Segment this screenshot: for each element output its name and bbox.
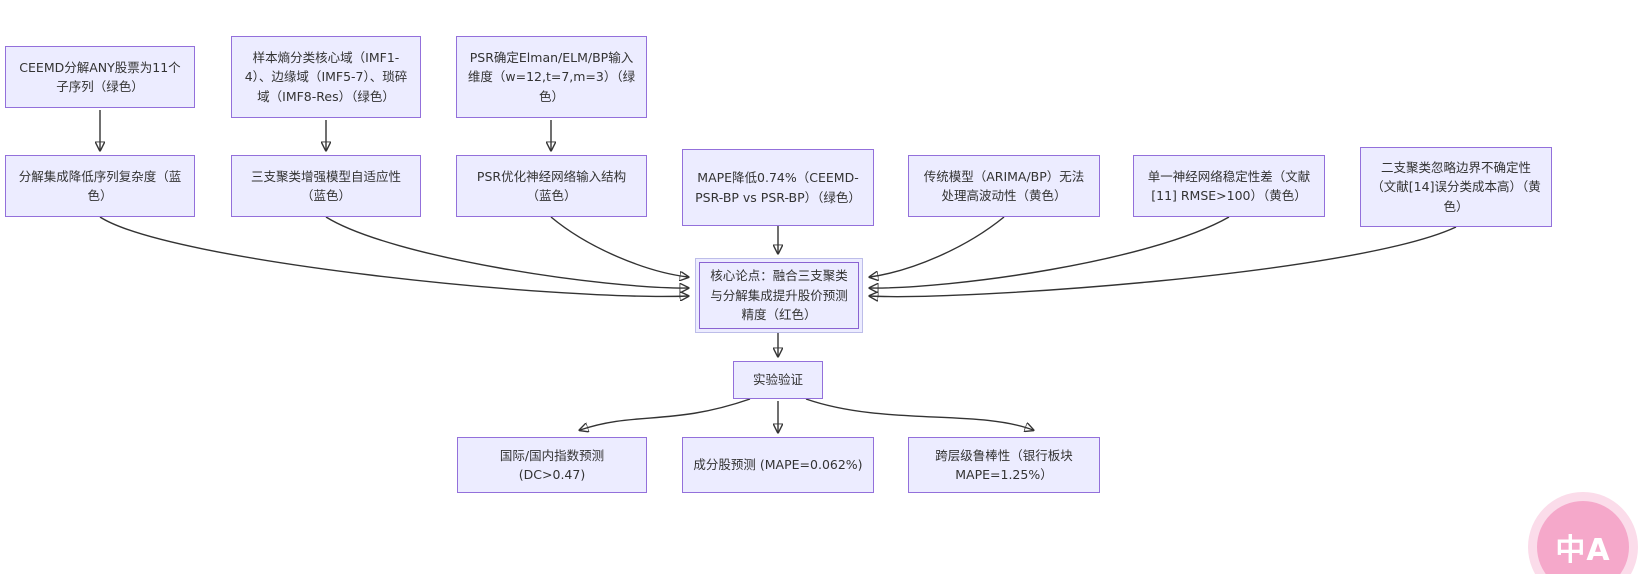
node-psr-optimize: PSR优化神经网络输入结构（蓝色） [456, 155, 647, 217]
edge-threeway-to-core [325, 216, 688, 288]
node-core-thesis: 核心论点：融合三支聚类与分解集成提升股价预测精度（红色） [695, 258, 863, 333]
node-mape-reduction: MAPE降低0.74%（CEEMD-PSR-BP vs PSR-BP）（绿色） [682, 149, 874, 226]
translate-badge[interactable]: 中A [1537, 501, 1629, 574]
node-experiment-validation: 实验验证 [733, 361, 823, 399]
edge-traditional-to-core [870, 216, 1005, 277]
edge-experiment-to-indexpred [580, 398, 751, 430]
node-sample-entropy: 样本熵分类核心域（IMF1-4）、边缘域（IMF5-7）、琐碎域（IMF8-Re… [231, 36, 421, 118]
node-psr-dimension: PSR确定Elman/ELM/BP输入维度（w=12,t=7,m=3）（绿色） [456, 36, 647, 118]
node-cross-level-robustness: 跨层级鲁棒性（银行板块 MAPE=1.25%） [908, 437, 1100, 493]
edge-psropt-to-core [550, 216, 688, 277]
node-three-way-clustering: 三支聚类增强模型自适应性（蓝色） [231, 155, 421, 217]
node-component-prediction: 成分股预测 (MAPE=0.062%) [682, 437, 874, 493]
node-ceemd-decompose: CEEMD分解ANY股票为11个子序列（绿色） [5, 46, 195, 108]
node-two-way-clustering: 二支聚类忽略边界不确定性（文献[14]误分类成本高）（黄色） [1360, 147, 1552, 227]
node-index-prediction: 国际/国内指数预测 (DC>0.47) [457, 437, 647, 493]
edge-experiment-to-robustness [805, 398, 1033, 430]
edge-singlenn-to-core [870, 216, 1230, 288]
node-core-thesis-inner: 核心论点：融合三支聚类与分解集成提升股价预测精度（红色） [699, 262, 859, 329]
node-traditional-model: 传统模型（ARIMA/BP）无法处理高波动性（黄色） [908, 155, 1100, 217]
node-decompose-ensemble: 分解集成降低序列复杂度（蓝色） [5, 155, 195, 217]
edge-twoway-to-core [870, 226, 1457, 297]
node-single-nn: 单一神经网络稳定性差（文献[11] RMSE>100）（黄色） [1133, 155, 1325, 217]
edge-decompose-to-core [99, 216, 688, 296]
